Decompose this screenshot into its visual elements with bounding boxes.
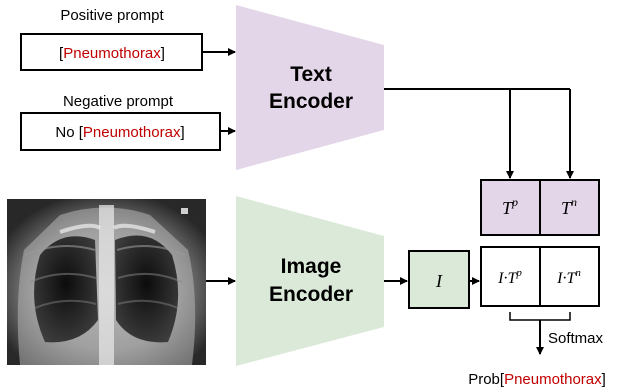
positive-prompt-caption: Positive prompt <box>60 7 164 24</box>
image-encoder-line1: Image <box>281 255 342 278</box>
negative-prompt-box <box>20 112 221 151</box>
i-label: I <box>435 271 443 291</box>
negative-prompt-caption: Negative prompt <box>63 93 174 110</box>
image-embedding <box>408 250 470 309</box>
chest-xray-image <box>7 199 206 365</box>
tp-label: Tp <box>502 195 518 218</box>
softmax-label: Softmax <box>548 330 604 347</box>
negative-prompt-text: No [Pneumothorax] <box>55 124 184 141</box>
text-encoder-block <box>236 5 384 170</box>
itn-label: I·Tn <box>556 267 581 287</box>
text-embedding-positive <box>480 179 541 236</box>
tn-label: Tn <box>561 195 577 218</box>
similarity-positive <box>480 246 541 307</box>
text-embedding-negative <box>539 179 600 236</box>
image-encoder-line2: Encoder <box>269 283 353 306</box>
text-encoder-line1: Text <box>290 63 332 86</box>
similarity-negative <box>539 246 600 307</box>
positive-prompt-box <box>20 33 203 71</box>
itp-label: I·Tp <box>497 267 522 287</box>
output-probability: Prob[Pneumothorax] <box>468 371 606 388</box>
text-encoder-line2: Encoder <box>269 90 353 113</box>
positive-prompt-text: [Pneumothorax] <box>59 45 165 62</box>
image-encoder-block <box>236 196 384 366</box>
softmax-bracket <box>509 312 571 321</box>
